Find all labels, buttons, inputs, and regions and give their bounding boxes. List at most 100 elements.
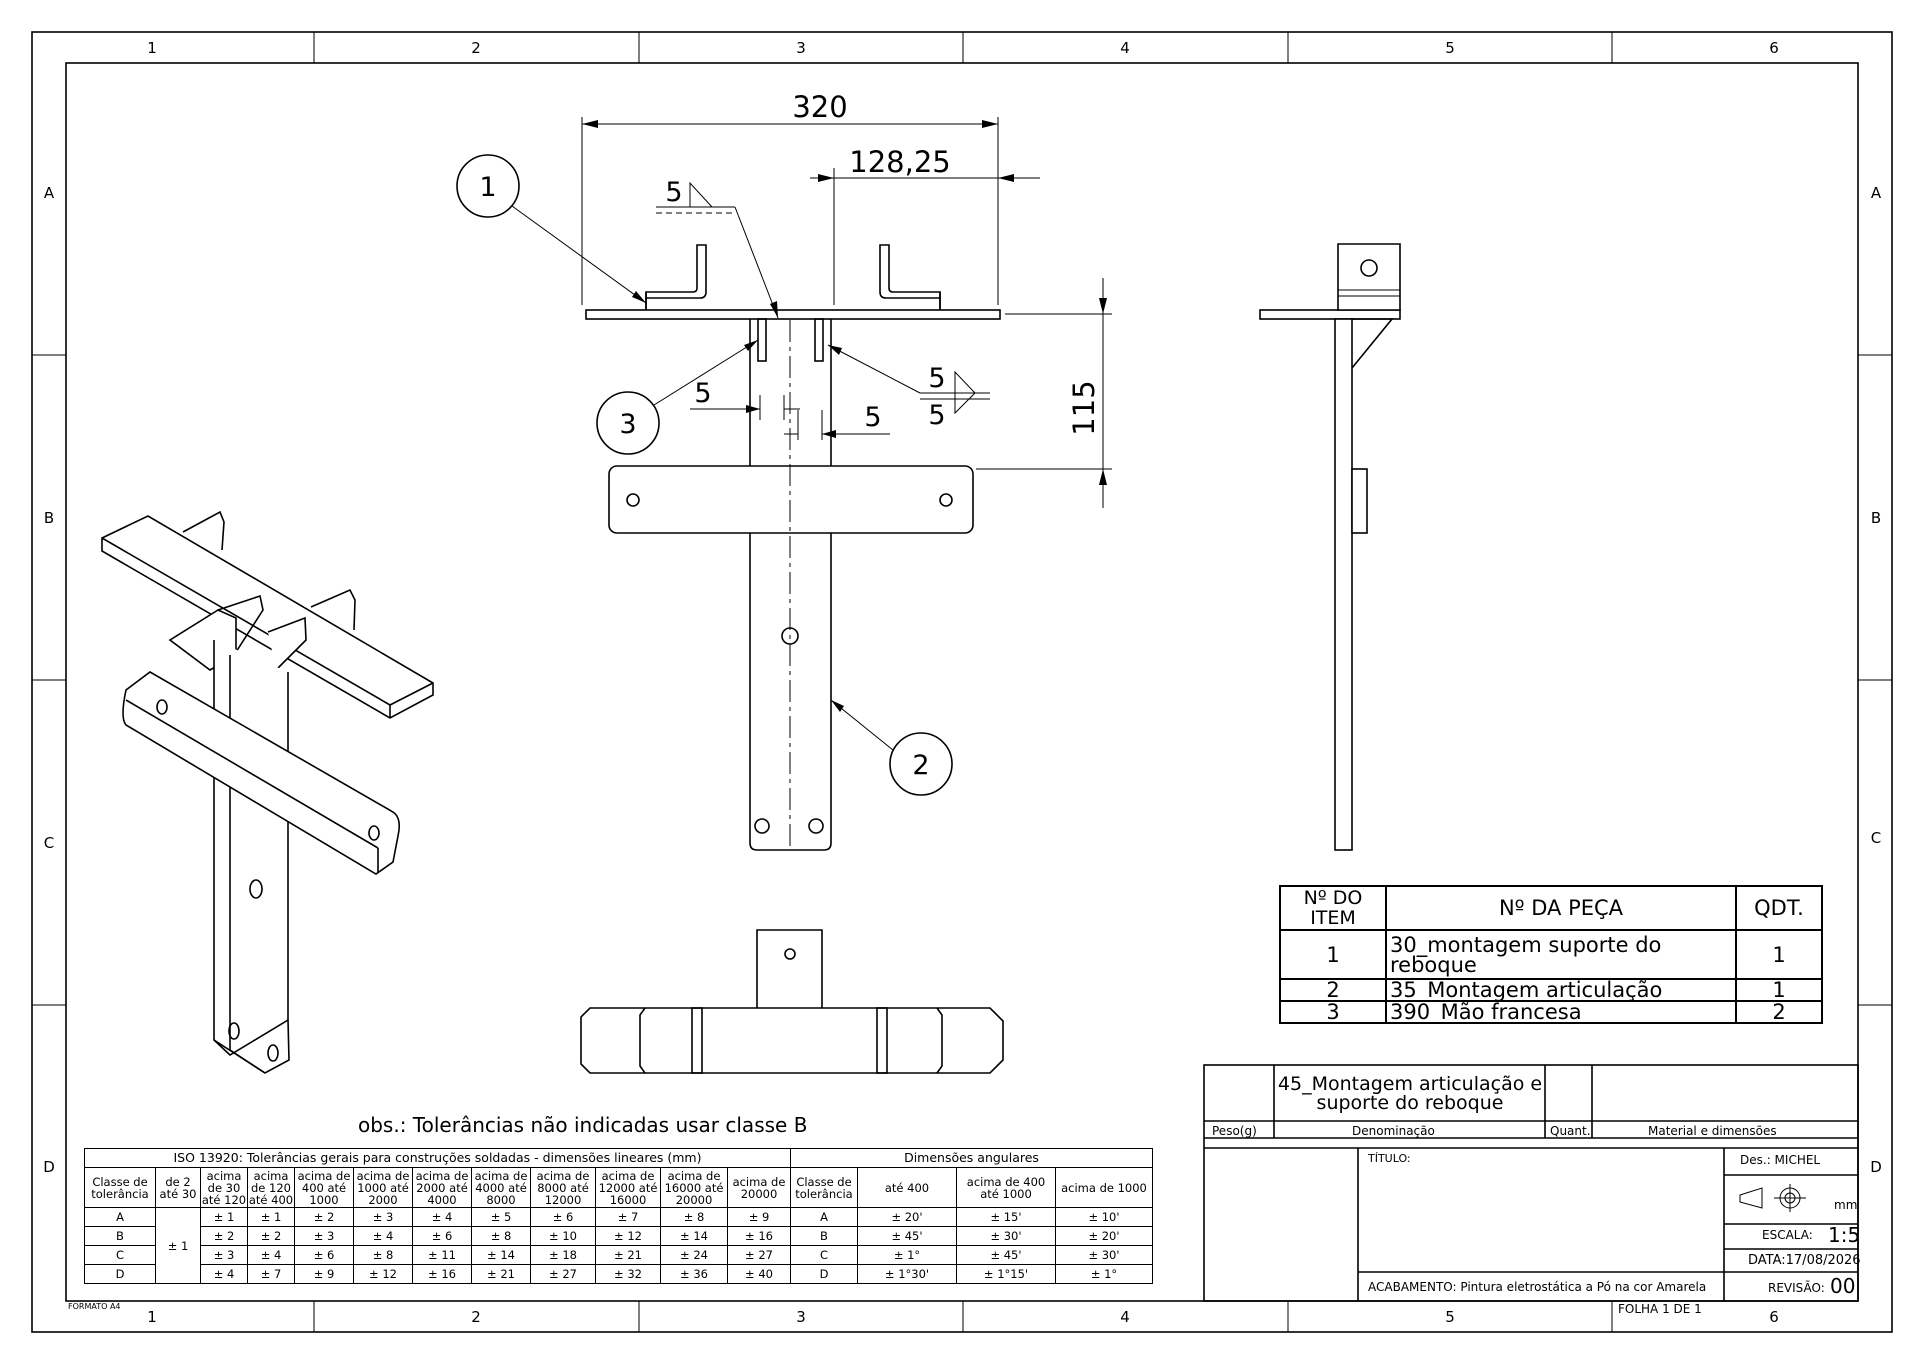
front-view: 320 128,25 115 5 5 5 5 5 <box>456 90 1112 851</box>
bom-table: Nº DO ITEM Nº DA PEÇA QDT. 1 30_montagem… <box>1279 885 1823 1024</box>
zone-row-c-left: C <box>44 834 54 852</box>
cell: ± 4 <box>353 1226 413 1246</box>
cell: ± 12 <box>595 1226 661 1246</box>
zone-col-2-bottom: 2 <box>471 1308 481 1326</box>
top-plate <box>585 309 1001 320</box>
th: acima de 2000 até 4000 <box>412 1167 472 1208</box>
cell: ± 21 <box>471 1264 531 1284</box>
cell: ± 11 <box>412 1245 472 1265</box>
th: acima de 120 até 400 <box>247 1167 295 1208</box>
bom-item: 3 <box>1279 1000 1387 1024</box>
cell: ± 8 <box>353 1245 413 1265</box>
bom-item: 1 <box>1279 929 1387 980</box>
balloon-1-label: 1 <box>479 172 496 203</box>
cell: ± 21 <box>595 1245 661 1265</box>
zone-col-5-top: 5 <box>1445 39 1455 57</box>
cell: ± 5 <box>471 1207 531 1227</box>
revisao-value: 00 <box>1830 1274 1856 1298</box>
cell: ± 4 <box>412 1207 472 1227</box>
cell: ± 20' <box>857 1207 957 1227</box>
bom-part: 390_Mão francesa <box>1385 1000 1737 1024</box>
zone-col-4-top: 4 <box>1120 39 1130 57</box>
cell: ± 12 <box>353 1264 413 1284</box>
cell: ± 30' <box>1055 1245 1153 1265</box>
table-row: 3 390_Mão francesa 2 <box>1279 1000 1823 1024</box>
cell: ± 40 <box>727 1264 791 1284</box>
bom-part: 35_Montagem articulação <box>1385 978 1737 1002</box>
outer-border <box>31 31 1893 1333</box>
cell: ± 9 <box>727 1207 791 1227</box>
quant-label: Quant. <box>1550 1124 1591 1138</box>
cell: B <box>790 1226 858 1246</box>
escala-label: ESCALA: <box>1762 1228 1813 1242</box>
escala-value: 1:5 <box>1828 1223 1861 1247</box>
dim-320: 320 <box>792 90 847 124</box>
th: Classe de tolerância <box>790 1167 858 1208</box>
tolerance-note: obs.: Tolerâncias não indicadas usar cla… <box>358 1113 808 1137</box>
zone-col-3-bottom: 3 <box>796 1308 806 1326</box>
th: acima de 16000 até 20000 <box>660 1167 728 1208</box>
cell: C <box>790 1245 858 1265</box>
cell: ± 14 <box>471 1245 531 1265</box>
balloon-3 <box>596 391 660 455</box>
cell: ± 20' <box>1055 1226 1153 1246</box>
zone-col-1-bottom: 1 <box>147 1308 157 1326</box>
bom-header-item: Nº DO ITEM <box>1279 885 1387 931</box>
cell: ± 3 <box>353 1207 413 1227</box>
cell: ± 18 <box>530 1245 596 1265</box>
cell: ± 1°15' <box>956 1264 1056 1284</box>
cell: ± 3 <box>294 1226 354 1246</box>
horizontal-plate <box>608 465 974 534</box>
table-row: 1 30_montagem suporte do reboque 1 <box>1279 929 1823 980</box>
th: acima de 12000 até 16000 <box>595 1167 661 1208</box>
cell: ± 45' <box>857 1226 957 1246</box>
cell: ± 16 <box>727 1226 791 1246</box>
zone-row-d-right: D <box>1870 1158 1882 1176</box>
cell: C <box>84 1245 156 1265</box>
cell: ± 4 <box>200 1264 248 1284</box>
angular-title: Dimensões angulares <box>790 1148 1153 1168</box>
date: DATA:17/08/2026 <box>1748 1253 1861 1268</box>
cell: ± 8 <box>471 1226 531 1246</box>
weld-dim-right: 5 <box>864 402 881 433</box>
denominacao-label: Denominação <box>1352 1124 1435 1138</box>
cell: ± 4 <box>247 1245 295 1265</box>
zone-row-a-left: A <box>44 184 55 202</box>
cell: ± 7 <box>595 1207 661 1227</box>
th: acima de 20000 <box>727 1167 791 1208</box>
cell: ± 9 <box>294 1264 354 1284</box>
table-row: A ± 1 ± 1± 1 ± 2± 3 ± 4± 5 ± 6± 7 ± 8± 9… <box>84 1207 1153 1284</box>
cell: ± 6 <box>294 1245 354 1265</box>
zone-row-b-left: B <box>44 509 54 527</box>
bom-item: 2 <box>1279 978 1387 1002</box>
th: acima de 30 até 120 <box>200 1167 248 1208</box>
side-view <box>1259 243 1401 851</box>
right-bracket <box>879 244 941 299</box>
th: acima de 400 até 1000 <box>294 1167 354 1208</box>
th: acima de 400 até 1000 <box>956 1167 1056 1208</box>
cell: ± 30' <box>956 1226 1056 1246</box>
top-view <box>580 929 1004 1074</box>
bom-header-qty: QDT. <box>1735 885 1823 931</box>
cell: ± 2 <box>200 1226 248 1246</box>
cell: D <box>84 1264 156 1284</box>
weld-dim-left: 5 <box>694 378 711 409</box>
cell: ± 1 <box>155 1207 201 1284</box>
titulo-label: TÍTULO: <box>1368 1152 1411 1165</box>
balloon-2 <box>889 732 953 796</box>
cell: ± 1°30' <box>857 1264 957 1284</box>
cell: B <box>84 1226 156 1246</box>
cell: A <box>790 1207 858 1227</box>
cell: ± 32 <box>595 1264 661 1284</box>
cell: ± 2 <box>247 1226 295 1246</box>
weld-symbol-right-a: 5 <box>928 363 945 394</box>
cell: ± 6 <box>412 1226 472 1246</box>
acabamento: ACABAMENTO: Pintura eletrostática a Pó n… <box>1368 1280 1707 1294</box>
cell: ± 15' <box>956 1207 1056 1227</box>
zone-col-2-top: 2 <box>471 39 481 57</box>
sheet-format: FORMATO A4 <box>68 1302 121 1311</box>
cell: ± 36 <box>660 1264 728 1284</box>
title-block-grid <box>1203 1064 1859 1302</box>
